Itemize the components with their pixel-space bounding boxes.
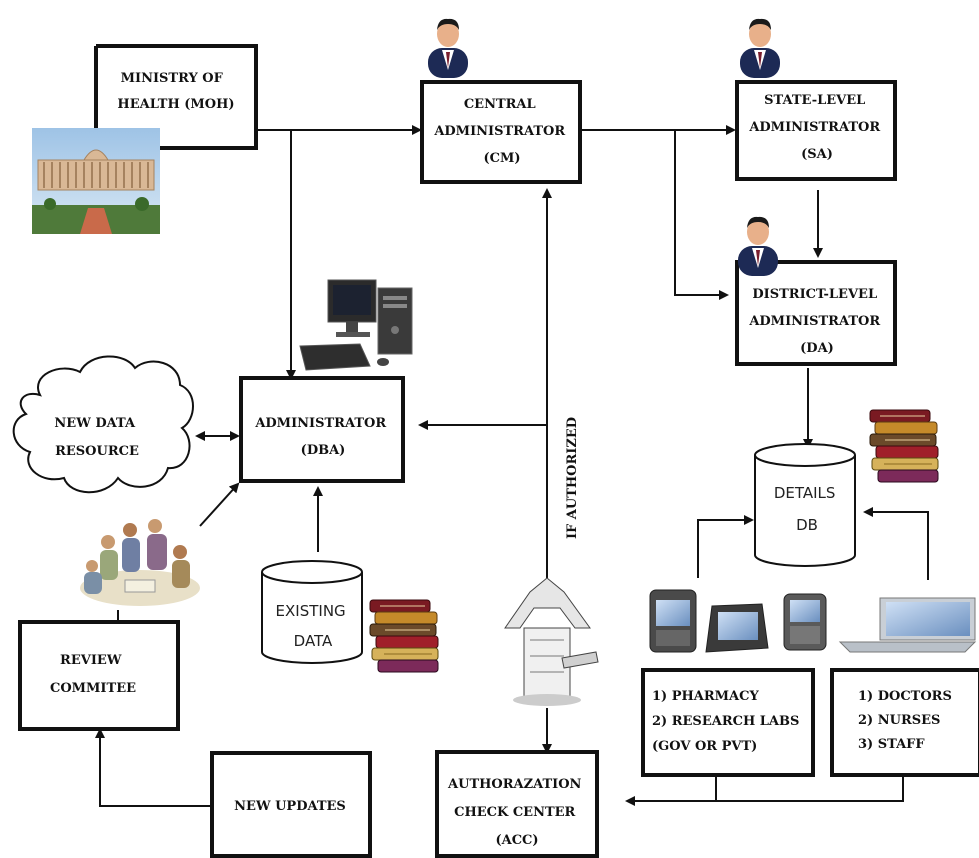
parliament-building-image (32, 128, 160, 234)
acc-box (435, 750, 599, 858)
pharmacy-group-label: 1) PHARMACY 2) RESEARCH LABS (GOV OR PVT… (652, 689, 804, 754)
doctors-group-box (830, 668, 979, 777)
moh-box (96, 44, 258, 150)
sa-box (735, 80, 897, 181)
edge-laptop-to-details (863, 507, 929, 580)
user-icon-cm (428, 18, 468, 78)
da-box (735, 260, 897, 366)
pharmacy-group-box (641, 668, 815, 777)
boxes (18, 44, 979, 858)
dba-label: ADMINISTRATOR (DBA) (254, 416, 390, 458)
desktop-computer-icon (299, 279, 413, 371)
details-db-cylinder (754, 443, 856, 567)
review-committee-label: REVIEW COMMITEE (50, 653, 136, 696)
cm-label: CENTRAL ADMINISTRATOR (CM) (433, 97, 569, 166)
user-icon-sa (740, 18, 780, 78)
doctors-group-label: 1) DOCTORS 2) NURSES 3) STAFF (858, 689, 956, 752)
books-icon-details (869, 409, 939, 483)
new-updates-box (210, 751, 372, 858)
new-data-resource-label: NEW DATA RESOURCE (54, 416, 139, 459)
edges (95, 125, 929, 807)
cloud-shape (12, 355, 194, 494)
cm-box (420, 80, 582, 184)
details-db-label: DETAILS DB (774, 484, 840, 534)
new-updates-label: NEW UPDATES (234, 799, 346, 814)
edge-people-to-dba (199, 482, 240, 527)
people-group-icon (80, 519, 200, 606)
moh-label: MINISTRY OF HEALTH (MOH) (117, 71, 234, 112)
if-authorized-label: IF AUTHORIZED (565, 417, 580, 539)
acc-label: AUTHORAZATION CHECK CENTER (ACC) (447, 777, 586, 848)
dba-box (239, 376, 405, 483)
existing-data-label: EXISTING DATA (276, 602, 351, 650)
review-committee-box (18, 620, 180, 731)
mobile-devices-icon (649, 589, 827, 653)
edge-devices-to-details (697, 515, 754, 578)
da-label: DISTRICT-LEVEL ADMINISTRATOR (DA) (748, 287, 884, 356)
node-labels: MINISTRY OF HEALTH (MOH) CENTRAL ADMINIS… (50, 71, 956, 848)
user-icon-da (738, 216, 778, 276)
authorization-gate-icon (504, 577, 599, 706)
laptop-icon (838, 597, 977, 653)
edge-cm-to-da (674, 130, 729, 300)
sa-label: STATE-LEVEL ADMINISTRATOR (SA) (748, 93, 884, 162)
books-icon-existing (369, 599, 439, 673)
existing-data-cylinder (261, 560, 363, 664)
edge-groups-to-acc (627, 777, 904, 801)
edge-updates-to-review (95, 728, 212, 807)
